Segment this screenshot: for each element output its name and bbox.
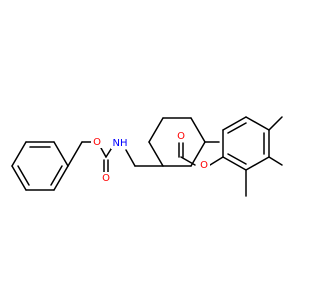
bond xyxy=(227,153,247,165)
ester-carbonyl xyxy=(178,142,196,166)
bond xyxy=(148,117,164,143)
bond xyxy=(190,141,206,167)
coumarin-pyranone-ring xyxy=(268,116,283,166)
cyclohexane-ring xyxy=(148,117,206,167)
coumarin-benzene-ring xyxy=(209,116,270,197)
atom-o-carbamate-carbonyl: O xyxy=(102,173,110,184)
phenyl-ring xyxy=(11,141,69,191)
bond xyxy=(222,116,247,131)
chemical-structure: O O NH O O xyxy=(11,116,283,197)
atom-o-ester-carbonyl: O xyxy=(177,131,185,142)
atom-o-ester-link: O xyxy=(200,160,208,171)
bond xyxy=(67,141,83,167)
bond xyxy=(148,141,164,167)
bond xyxy=(53,141,69,167)
bond xyxy=(227,122,247,134)
carbamate-chain xyxy=(67,141,164,174)
bond xyxy=(245,156,270,171)
bond xyxy=(245,116,270,131)
bond xyxy=(209,156,224,166)
bond xyxy=(100,147,107,158)
bond xyxy=(17,165,30,186)
atom-nh: NH xyxy=(113,138,128,149)
bond xyxy=(11,141,27,167)
bond xyxy=(125,149,136,167)
bond xyxy=(190,117,206,143)
bond xyxy=(11,165,27,191)
bond xyxy=(180,156,196,166)
bond xyxy=(222,156,247,171)
bond xyxy=(268,156,283,166)
atom-o-benzyl-ether: O xyxy=(93,137,101,148)
bond xyxy=(268,116,283,131)
bond xyxy=(53,165,69,191)
bond xyxy=(50,165,63,186)
atom-labels: O O NH O O xyxy=(91,130,210,184)
